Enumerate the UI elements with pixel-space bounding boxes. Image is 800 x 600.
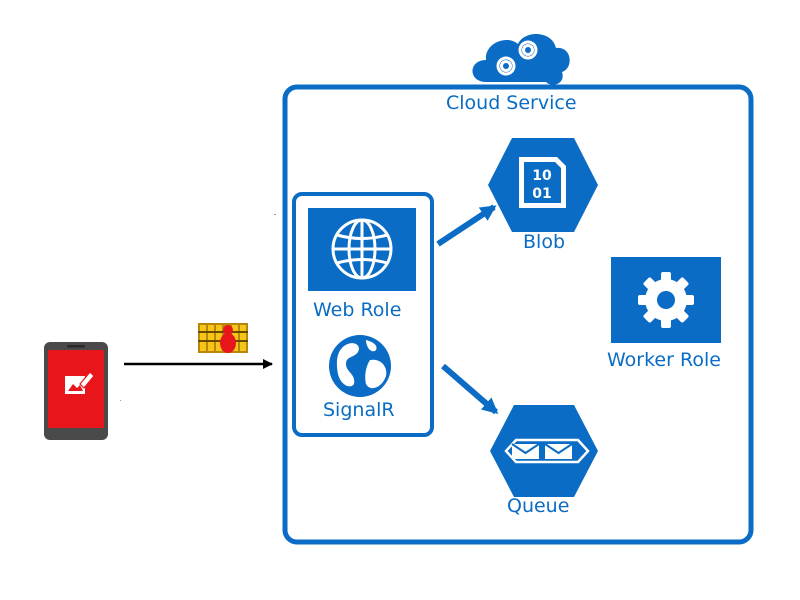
worker-role-tile[interactable] (611, 257, 721, 343)
cloud-gears-icon (472, 33, 570, 85)
globe-earth-icon (329, 335, 391, 397)
worker-role-label: Worker Role (607, 349, 721, 371)
queue-node[interactable] (490, 405, 598, 497)
edit-image-icon (65, 371, 95, 394)
web-role-label: Web Role (313, 299, 402, 321)
image-thumbnail-icon (198, 323, 248, 353)
mobile-phone-icon[interactable] (44, 342, 108, 440)
cloud-service-container (282, 84, 754, 545)
blob-glyph-line-2: 01 (532, 186, 551, 202)
blob-glyph-line-1: 10 (532, 168, 552, 184)
web-role-group (292, 192, 434, 437)
queue-label: Queue (507, 495, 570, 517)
gear-icon (638, 272, 694, 328)
blob-label: Blob (523, 231, 565, 253)
cloud-service-label: Cloud Service (446, 92, 577, 114)
web-to-queue-arrow (441, 363, 499, 415)
envelopes-icon (504, 438, 590, 464)
blob-node[interactable]: 10 01 (488, 138, 598, 232)
web-to-blob-arrow (436, 204, 497, 247)
signalr-label: SignalR (323, 399, 395, 421)
globe-icon (331, 218, 393, 280)
web-role-tile[interactable] (308, 208, 416, 291)
binary-document-icon: 10 01 (519, 157, 566, 208)
